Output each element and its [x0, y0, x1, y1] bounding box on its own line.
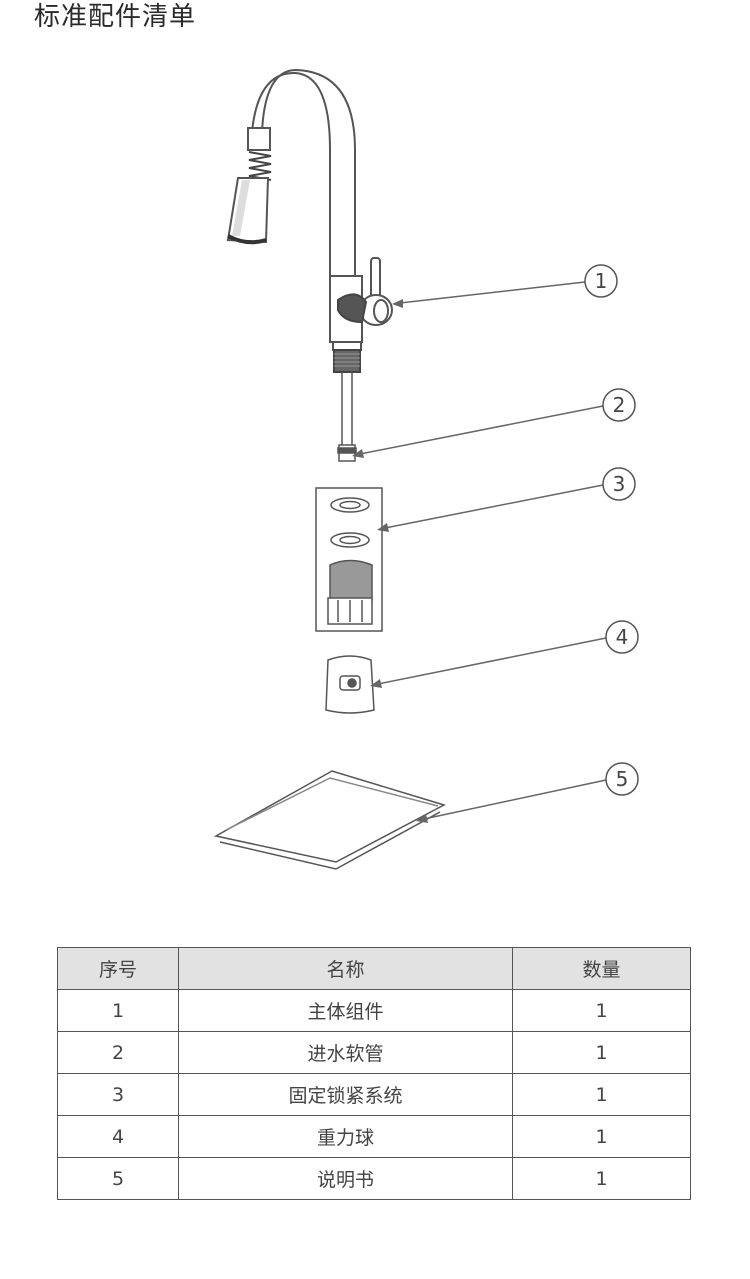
cell-quantity: 1	[512, 1115, 691, 1158]
svg-text:3: 3	[613, 472, 626, 496]
table-header-row: 序号 名称 数量	[57, 947, 691, 990]
cell-name: 主体组件	[178, 989, 513, 1032]
cell-serial: 1	[57, 989, 179, 1032]
cell-quantity: 1	[512, 1073, 691, 1116]
cell-name: 重力球	[178, 1115, 513, 1158]
header-name: 名称	[178, 947, 513, 990]
svg-text:2: 2	[613, 393, 626, 417]
callout-3: 3	[602, 467, 636, 501]
faucet-illustration	[226, 68, 393, 373]
locking-system-illustration	[315, 487, 383, 632]
gravity-ball-illustration	[325, 655, 375, 714]
cell-name: 说明书	[178, 1157, 513, 1200]
cell-serial: 3	[57, 1073, 179, 1116]
parts-diagram: 1 2 3 4 5	[213, 68, 639, 870]
callout-5: 5	[605, 762, 639, 796]
cell-quantity: 1	[512, 1031, 691, 1074]
table-row: 5 说明书 1	[57, 1157, 691, 1200]
svg-text:5: 5	[616, 767, 629, 791]
callout-1: 1	[584, 264, 618, 298]
cell-serial: 4	[57, 1115, 179, 1158]
page-title: 标准配件清单	[34, 2, 197, 32]
cell-quantity: 1	[512, 989, 691, 1032]
svg-text:1: 1	[595, 269, 608, 293]
header-serial: 序号	[57, 947, 179, 990]
table-row: 4 重力球 1	[57, 1115, 691, 1158]
cell-quantity: 1	[512, 1157, 691, 1200]
table-row: 1 主体组件 1	[57, 989, 691, 1032]
callout-2: 2	[602, 388, 636, 422]
header-quantity: 数量	[512, 947, 691, 990]
cell-serial: 5	[57, 1157, 179, 1200]
callout-lines	[359, 281, 607, 820]
table-row: 3 固定锁紧系统 1	[57, 1073, 691, 1116]
parts-table: 序号 名称 数量 1 主体组件 1 2 进水软管 1 3 固定锁紧系统 1 4 …	[57, 947, 691, 1200]
callout-arrowheads	[352, 299, 428, 823]
svg-text:4: 4	[616, 625, 629, 649]
cell-serial: 2	[57, 1031, 179, 1074]
table-row: 2 进水软管 1	[57, 1031, 691, 1074]
cell-name: 进水软管	[178, 1031, 513, 1074]
callout-4: 4	[605, 620, 639, 654]
hose-illustration	[337, 372, 357, 462]
cell-name: 固定锁紧系统	[178, 1073, 513, 1116]
manual-illustration	[213, 770, 446, 870]
